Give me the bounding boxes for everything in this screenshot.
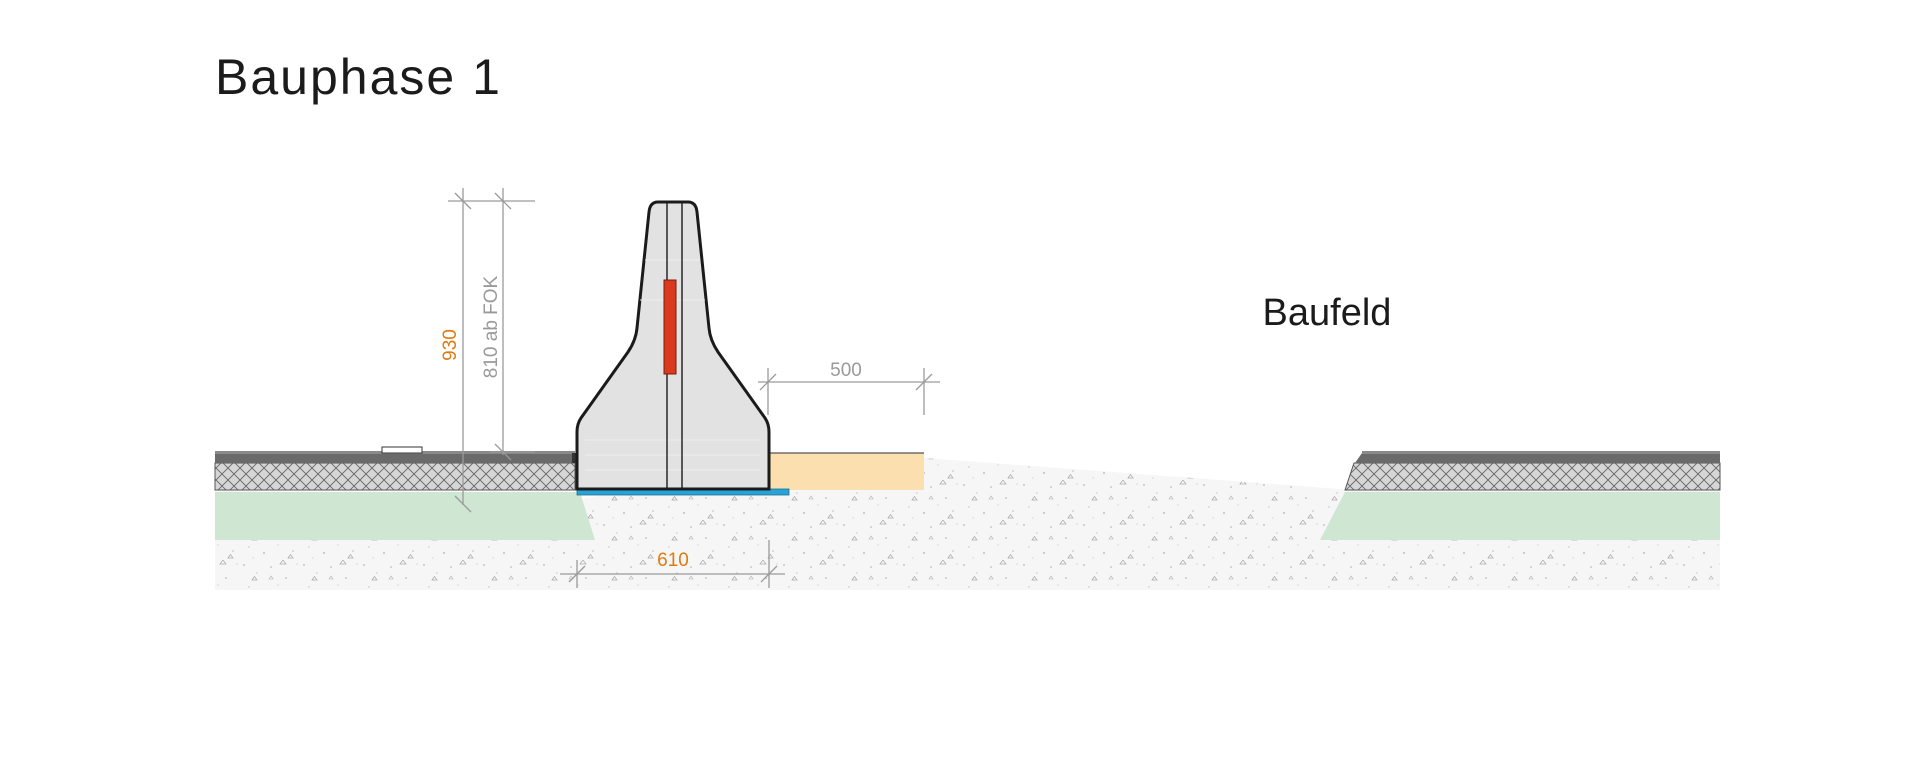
right-soil-layer xyxy=(1320,492,1720,540)
sand-layer xyxy=(768,453,924,490)
left-base-course xyxy=(214,462,576,491)
base-width-dimension-lines xyxy=(560,540,785,588)
gap-dimension-lines xyxy=(758,368,940,415)
height-above-fok-label: 810 ab FOK xyxy=(481,275,502,378)
gravel-subsoil-base xyxy=(215,540,1720,590)
gap-width-label: 500 xyxy=(830,360,862,381)
base-width-label: 610 xyxy=(657,550,689,571)
height-dimension-lines xyxy=(448,188,535,513)
page-title: Bauphase 1 xyxy=(215,49,502,105)
right-base-course xyxy=(1344,462,1721,491)
total-height-label: 930 xyxy=(440,329,461,361)
curb-element xyxy=(381,446,423,454)
left-soil-layer xyxy=(215,492,595,540)
right-asphalt-layer xyxy=(1355,453,1720,463)
left-asphalt-layer xyxy=(215,453,575,463)
construction-field-label: Baufeld xyxy=(1263,292,1392,334)
reflector xyxy=(663,279,677,375)
